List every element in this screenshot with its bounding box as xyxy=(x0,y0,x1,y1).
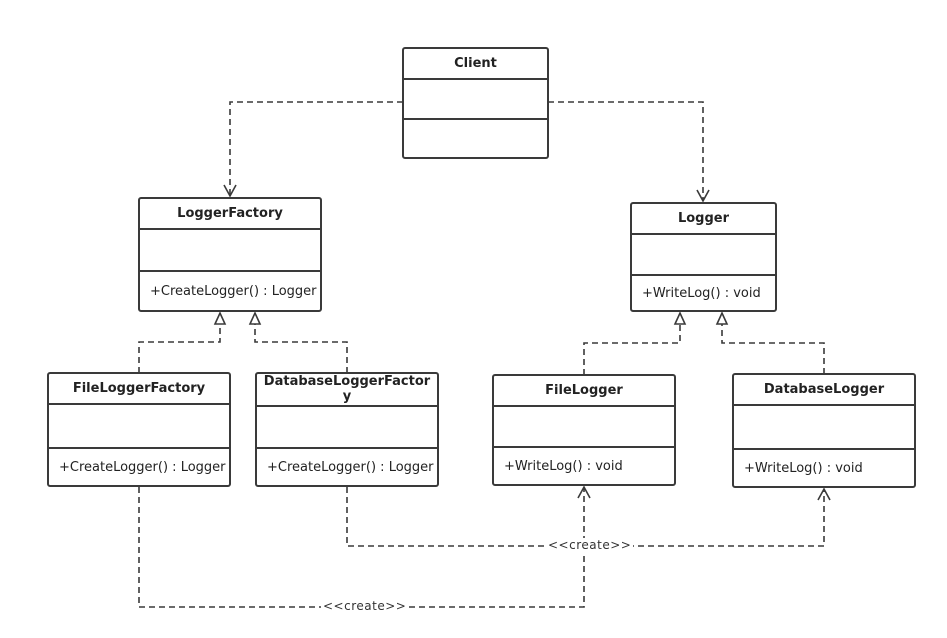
create-stereotype-label: <<create>> xyxy=(321,599,409,613)
class-client[interactable]: Client xyxy=(402,47,549,159)
operation-label: +WriteLog() : void xyxy=(642,285,761,301)
dependency-client-logger xyxy=(548,101,710,203)
operation-label: +WriteLog() : void xyxy=(744,460,863,476)
realization-filelogger xyxy=(583,311,687,375)
class-name: Logger xyxy=(632,204,775,235)
realization-databaseloggerfactory xyxy=(248,311,348,373)
operation-label: +CreateLogger() : Logger xyxy=(150,283,317,299)
class-name: DatabaseLoggerFactory xyxy=(257,374,437,407)
attributes-compartment xyxy=(734,406,914,450)
operation-label: +WriteLog() : void xyxy=(504,458,623,474)
attributes-compartment xyxy=(257,407,437,449)
class-name: FileLogger xyxy=(494,376,674,407)
operations-compartment xyxy=(404,120,547,157)
class-name: LoggerFactory xyxy=(140,199,320,230)
attributes-compartment xyxy=(49,405,229,449)
class-file-logger[interactable]: FileLogger +WriteLog() : void xyxy=(492,374,676,486)
attributes-compartment xyxy=(140,230,320,272)
class-name: DatabaseLogger xyxy=(734,375,914,406)
class-logger-factory[interactable]: LoggerFactory +CreateLogger() : Logger xyxy=(138,197,322,312)
create-stereotype-label: <<create>> xyxy=(546,538,634,552)
class-database-logger-factory[interactable]: DatabaseLoggerFactory +CreateLogger() : … xyxy=(255,372,439,487)
attributes-compartment xyxy=(404,80,547,120)
realization-databaselogger xyxy=(715,311,825,374)
create-databaselogger xyxy=(346,487,831,547)
create-filelogger xyxy=(138,485,591,608)
realization-fileloggerfactory xyxy=(138,311,227,373)
attributes-compartment xyxy=(494,407,674,448)
attributes-compartment xyxy=(632,235,775,276)
class-name: FileLoggerFactory xyxy=(49,374,229,405)
operation-label: +CreateLogger() : Logger xyxy=(59,459,226,475)
class-file-logger-factory[interactable]: FileLoggerFactory +CreateLogger() : Logg… xyxy=(47,372,231,487)
class-logger[interactable]: Logger +WriteLog() : void xyxy=(630,202,777,312)
class-database-logger[interactable]: DatabaseLogger +WriteLog() : void xyxy=(732,373,916,488)
operation-label: +CreateLogger() : Logger xyxy=(267,459,434,475)
dependency-client-loggerfactory xyxy=(223,101,403,198)
class-name: Client xyxy=(404,49,547,80)
